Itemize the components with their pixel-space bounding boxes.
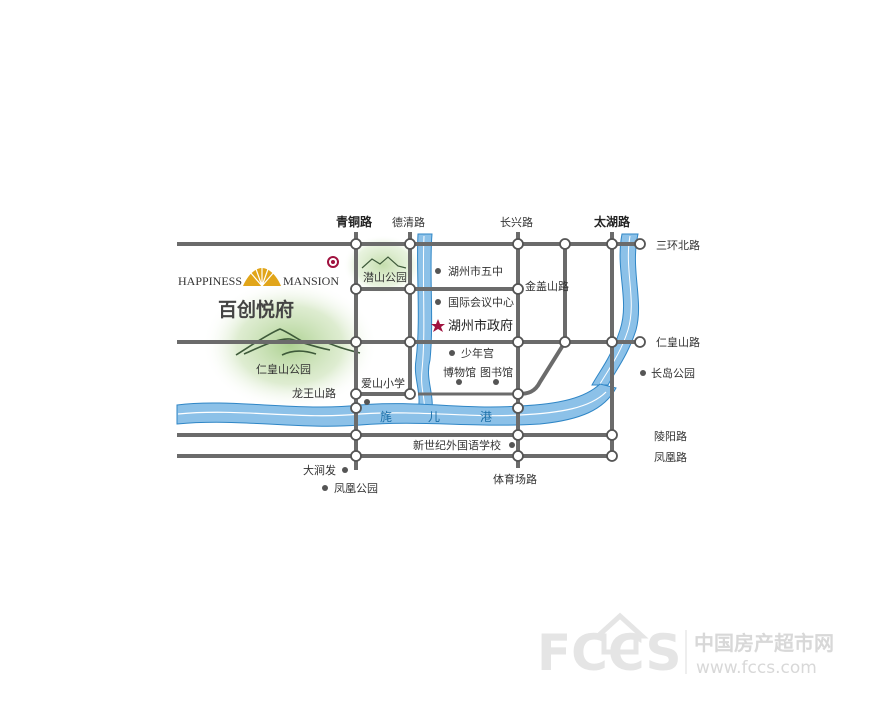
label-huzhou-no5: 湖州市五中 xyxy=(448,264,503,278)
label-changdao-park: 长岛公园 xyxy=(651,366,695,380)
brand-cn-name: 百创悦府 xyxy=(218,298,294,321)
watermark-cn: 中国房产超市网 xyxy=(694,631,834,655)
label-library: 图书馆 xyxy=(480,365,513,379)
label-road-taihu: 太湖路 xyxy=(594,214,631,229)
poi-dots xyxy=(322,268,646,491)
label-road-tiyuchang: 体育场路 xyxy=(493,472,537,486)
renhuangshan-park-area xyxy=(202,280,378,410)
label-road-fenghuang: 凤凰路 xyxy=(654,451,687,464)
label-road-longwangshan: 龙王山路 xyxy=(292,387,336,400)
label-river-char-3: 港 xyxy=(480,410,492,424)
river-deqing-wave xyxy=(421,235,425,411)
road-diagonal xyxy=(517,340,567,396)
watermark-house-icon xyxy=(591,612,649,655)
label-fenghuang-park: 凤凰公园 xyxy=(334,482,378,495)
watermark: FCCS 中国房产超市网 www.fccs.com xyxy=(537,612,834,682)
label-new-century-school: 新世纪外国语学校 xyxy=(413,438,501,452)
label-conference-center: 国际会议中心 xyxy=(448,296,514,309)
intersections xyxy=(350,238,646,462)
qianshan-park-area xyxy=(343,235,423,295)
label-road-renhuangshan: 仁皇山路 xyxy=(656,335,700,349)
label-renhuangshan-park: 仁皇山公园 xyxy=(256,362,311,376)
watermark-logo: FCCS xyxy=(537,624,681,682)
label-youth-palace: 少年宫 xyxy=(461,346,494,360)
label-river-char-1: 旄 xyxy=(380,409,392,424)
label-road-sanhuan-north: 三环北路 xyxy=(656,239,700,252)
qianshan-mountain-icon xyxy=(361,256,407,269)
label-road-deqing: 德清路 xyxy=(392,215,425,229)
label-road-qingtong: 青铜路 xyxy=(336,214,373,229)
label-dajiandou: 大涧发 xyxy=(303,463,336,477)
label-road-lingyang: 陵阳路 xyxy=(654,430,687,443)
label-aishan-school: 爱山小学 xyxy=(361,376,405,390)
label-road-jingai: 金盖山路 xyxy=(525,279,569,293)
label-river-char-2: 儿 xyxy=(428,410,440,424)
river-main-wave xyxy=(177,391,607,417)
label-city-gov: 湖州市政府 xyxy=(448,318,513,334)
watermark-url: www.fccs.com xyxy=(696,658,817,678)
label-qianshan-park: 潜山公园 xyxy=(363,270,407,284)
brand-en-left: HAPPINESS xyxy=(178,274,242,288)
label-road-changxing: 长兴路 xyxy=(500,216,533,229)
river-east-branch xyxy=(591,233,640,386)
city-gov-star-icon xyxy=(431,319,445,332)
label-museum: 博物馆 xyxy=(443,365,476,379)
project-location-icon xyxy=(327,256,339,268)
brand-en-right: MANSION xyxy=(283,274,339,288)
brand-fan-logo-icon xyxy=(243,268,281,287)
river-east-wave xyxy=(599,235,632,385)
